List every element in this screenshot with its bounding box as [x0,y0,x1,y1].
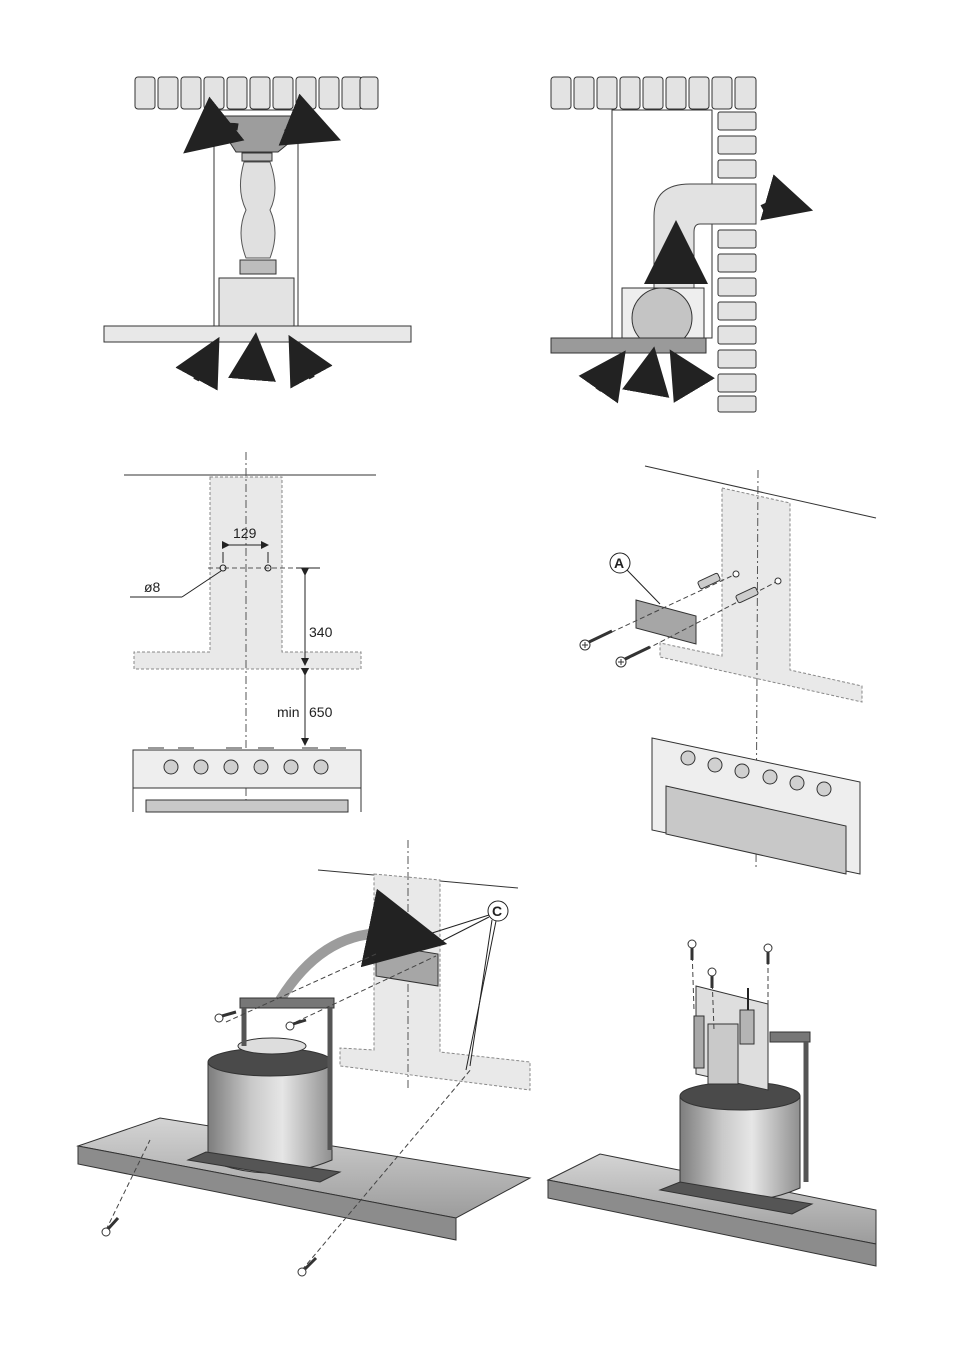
hood-silhouette-4 [660,488,862,702]
screw-icon-3 [215,1012,236,1022]
panel-extraction [551,77,790,412]
capacitor [740,1010,754,1044]
oven-door [146,800,348,812]
cooker-perspective [652,738,860,874]
callout-a-leader [627,570,660,604]
hole-diameter-label: ø8 [144,579,161,595]
cooker-knob-p2 [708,758,722,772]
air-in-arrow-3 [300,356,312,378]
cooker [133,748,361,812]
cooker-knob-1 [164,760,178,774]
air-in-arrow-4 [598,370,612,390]
duct-collar-bottom [240,260,276,274]
cooker-knob-p4 [763,770,777,784]
mounting-frame-6 [770,1032,810,1042]
screw-icon-2 [616,647,650,667]
air-out-wall-arrow [762,203,790,208]
panel-bracket-fixing: A [580,466,876,874]
min-label: min [277,704,300,720]
screw-icon-8 [708,968,716,988]
min-clearance-label: 650 [309,704,333,720]
fan-housing [219,278,294,326]
panel-electrical-box [548,940,876,1266]
terminal-block [694,1016,704,1068]
ceiling-bricks-2 [551,77,756,109]
cooker-knob-p3 [735,764,749,778]
hood-shelf [104,326,411,342]
callout-a-label: A [614,555,624,571]
cooker-knob-p5 [790,776,804,790]
ceiling-bricks [135,77,378,109]
panel-recirculation [104,77,411,380]
air-in-arrow-1 [196,358,208,380]
duct-outlet [238,1038,306,1054]
air-in-arrow-2 [252,356,254,380]
screw-icon [580,631,612,650]
cooker-knob-3 [224,760,238,774]
cooker-knob-p6 [817,782,831,796]
callout-c-label: C [492,903,502,919]
bracket-height-label: 340 [309,624,333,640]
hood-shelf-2 [551,338,706,353]
air-in-arrow-5 [646,370,650,392]
screw-icon-6 [298,1258,316,1276]
flexible-duct [240,162,275,258]
screw-icon-9 [764,944,772,964]
side-wall-bricks [718,112,756,412]
cooker-knob-2 [194,760,208,774]
cooker-knob-p1 [681,751,695,765]
cooker-knob-6 [314,760,328,774]
cooker-knob-5 [284,760,298,774]
duct-collar-top [242,153,272,161]
air-in-arrow-6 [682,370,694,390]
cooker-knob-4 [254,760,268,774]
panel-drilling-dimensions: 129 ø8 340 min 650 [124,452,376,812]
electrical-box [708,1024,738,1084]
hole-spacing-label: 129 [233,525,257,541]
panel-hanging-hood: C [78,840,530,1276]
screw-icon-7 [688,940,696,960]
hood-silhouette [134,477,361,669]
mounting-frame [240,998,334,1008]
